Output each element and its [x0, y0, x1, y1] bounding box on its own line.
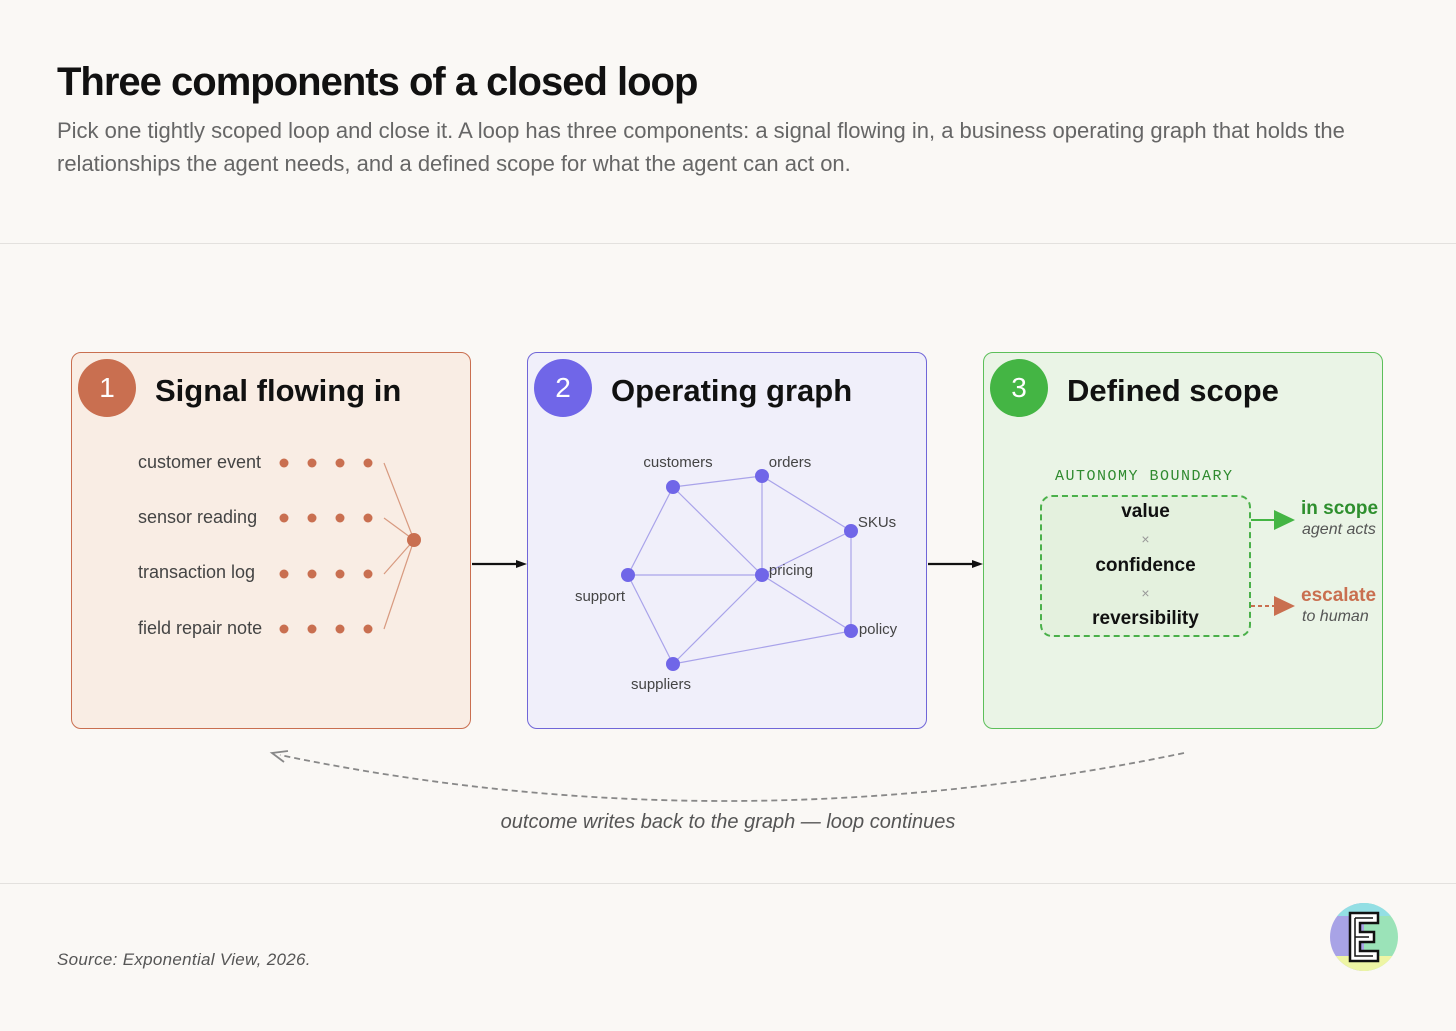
graph-node-support — [621, 568, 635, 582]
graph-node-pricing — [755, 568, 769, 582]
graph-node-label-support: support — [575, 588, 626, 605]
times-operator-1: × — [1141, 531, 1150, 547]
autonomy-boundary-box: value × confidence × reversibility — [1040, 495, 1251, 637]
connector-signal-to-graph — [472, 560, 527, 568]
loop-back-arrow — [269, 750, 1185, 802]
in-scope-subtitle: agent acts — [1302, 521, 1376, 538]
graph-node-label-orders: orders — [769, 454, 812, 471]
graph-node-label-suppliers: suppliers — [631, 676, 691, 693]
graph-edge-pricing-policy — [761, 574, 852, 632]
escalate-arrow-head — [1274, 596, 1295, 616]
signal-merge-node — [407, 533, 421, 547]
factor-value: value — [1121, 501, 1170, 522]
times-operator-2: × — [1141, 585, 1150, 601]
graph-node-suppliers — [666, 657, 680, 671]
factor-confidence: confidence — [1095, 555, 1196, 576]
signal-card-title: Signal flowing in — [155, 373, 402, 408]
scope-outcome-arrows — [1251, 510, 1295, 616]
graph-node-label-pricing: pricing — [769, 562, 813, 579]
source-note: Source: Exponential View, 2026. — [57, 950, 311, 969]
scope-card: 3 Defined scope AUTONOMY BOUNDARY value … — [983, 352, 1383, 729]
graph-edge-customers-pricing — [672, 486, 763, 576]
signal-label-sensor-reading: sensor reading — [138, 507, 258, 527]
graph-node-label-policy: policy — [859, 621, 898, 638]
in-scope-title: in scope — [1301, 498, 1379, 519]
signal-funnel-graphic — [279, 458, 421, 634]
in-scope-arrow-head — [1274, 510, 1295, 530]
graph-edge-skus-pricing — [761, 530, 852, 576]
graph-edge-customers-orders — [672, 475, 763, 488]
graph-node-policy — [844, 624, 858, 638]
graph-edge-suppliers-policy — [672, 630, 852, 665]
graph-card-title: Operating graph — [611, 373, 853, 408]
signal-card: 1 Signal flowing in customer event senso… — [71, 352, 471, 729]
scope-number-badge: 3 — [990, 359, 1048, 417]
signal-number-badge: 1 — [78, 359, 136, 417]
graph-edge-support-suppliers — [627, 574, 674, 665]
graph-node-label-customers: customers — [643, 454, 712, 471]
graph-edge-orders-skus — [761, 475, 852, 532]
signal-dots — [279, 458, 373, 634]
exponential-view-logo-icon — [1330, 903, 1398, 971]
graph-node-label-skus: SKUs — [858, 514, 896, 531]
escalate-subtitle: to human — [1302, 608, 1369, 625]
graph-edge-pricing-suppliers — [672, 574, 763, 665]
connector-graph-to-scope — [928, 560, 983, 568]
autonomy-boundary-label: AUTONOMY BOUNDARY — [1055, 468, 1234, 485]
escalate-title: escalate — [1301, 585, 1377, 606]
scope-card-title: Defined scope — [1067, 373, 1279, 408]
graph-node-orders — [755, 469, 769, 483]
signal-label-transaction-log: transaction log — [138, 562, 256, 582]
page-title: Three components of a closed loop — [57, 60, 698, 104]
signal-label-field-repair-note: field repair note — [138, 618, 263, 638]
page-subtitle: Pick one tightly scoped loop and close i… — [57, 118, 1345, 176]
header: Three components of a closed loop Pick o… — [57, 56, 1397, 180]
factor-reversibility: reversibility — [1092, 608, 1199, 629]
signal-label-customer-event: customer event — [138, 452, 262, 472]
loop-caption: outcome writes back to the graph — loop … — [500, 811, 956, 833]
graph-edge-customers-support — [627, 486, 674, 576]
graph-number-badge: 2 — [534, 359, 592, 417]
bottom-divider — [0, 883, 1456, 884]
graph-node-customers — [666, 480, 680, 494]
top-divider — [0, 243, 1456, 244]
graph-node-skus — [844, 524, 858, 538]
